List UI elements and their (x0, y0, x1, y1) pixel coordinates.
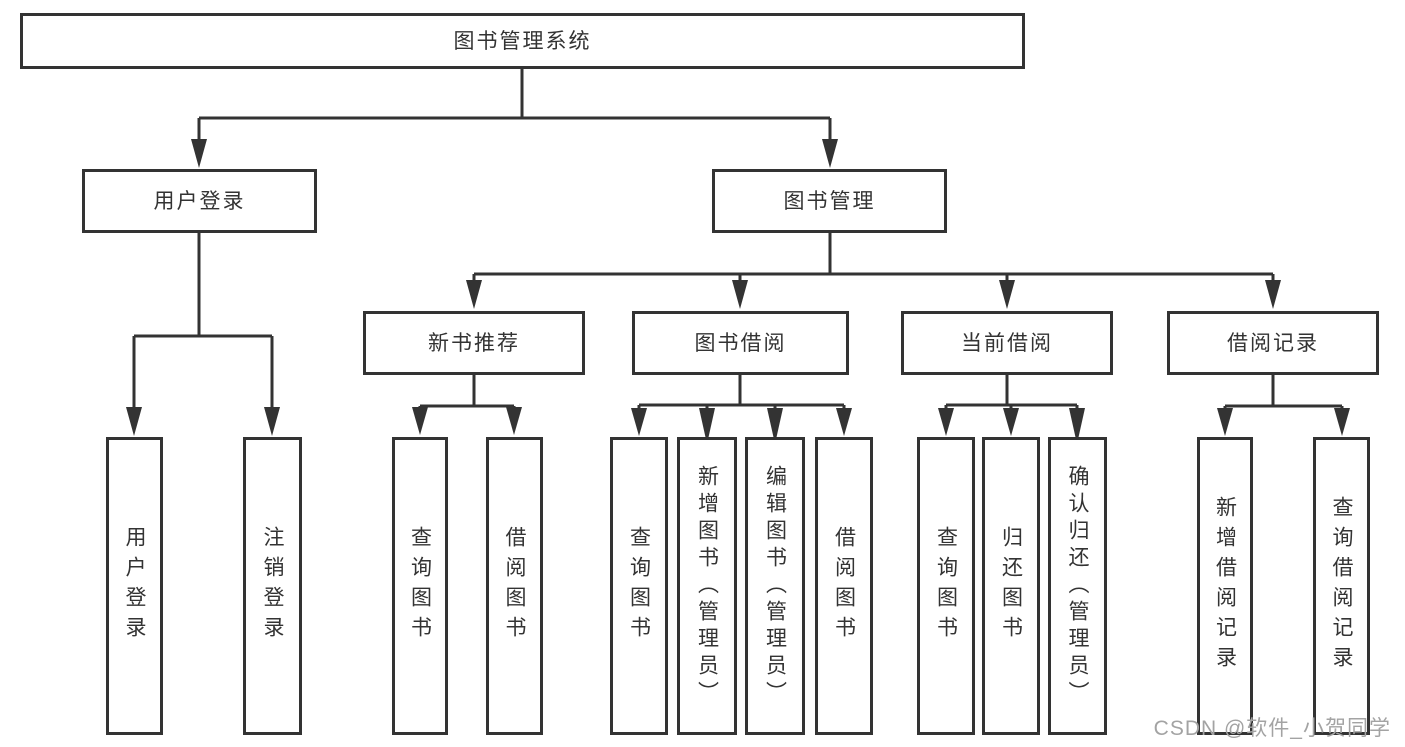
watermark: CSDN @软件_小贺同学 (1153, 717, 1391, 740)
connector-records-to-leaves (1223, 375, 1344, 409)
node-user-login-group: 用户登录 (82, 169, 317, 233)
connector-borrow-to-leaves (637, 375, 846, 409)
node-recommend-query-book: 查询图书 (392, 437, 448, 735)
node-new-book-recommend: 新书推荐 (363, 311, 585, 375)
node-current-query-book: 查询图书 (917, 437, 975, 735)
node-records-add-record: 新增借阅记录 (1197, 437, 1253, 735)
connector-recommend-to-leaves (418, 375, 516, 408)
node-borrow-query-book: 查询图书 (610, 437, 668, 735)
connector-current-to-leaves (944, 375, 1079, 409)
connector-userlogin-to-leaves (132, 233, 274, 408)
node-current-return-book: 归还图书 (982, 437, 1040, 735)
node-current-confirm-return-admin: 确认归还（管理员） (1048, 437, 1107, 735)
node-book-borrow: 图书借阅 (632, 311, 849, 375)
node-book-management: 图书管理 (712, 169, 947, 233)
node-records-query-record: 查询借阅记录 (1313, 437, 1370, 735)
node-logout: 注销登录 (243, 437, 302, 735)
node-borrow-add-book-admin: 新增图书（管理员） (677, 437, 737, 735)
node-current-borrow: 当前借阅 (901, 311, 1113, 375)
node-borrow-records: 借阅记录 (1167, 311, 1379, 375)
node-recommend-borrow-book: 借阅图书 (486, 437, 543, 735)
arrowheads (126, 139, 1350, 444)
node-borrow-edit-book-admin: 编辑图书（管理员） (745, 437, 805, 735)
node-user-login: 用户登录 (106, 437, 163, 735)
node-root: 图书管理系统 (20, 13, 1025, 69)
node-borrow-borrow-book: 借阅图书 (815, 437, 873, 735)
connector-bookmgmt-to-level3 (472, 233, 1275, 281)
connector-root-to-level2 (197, 69, 832, 140)
